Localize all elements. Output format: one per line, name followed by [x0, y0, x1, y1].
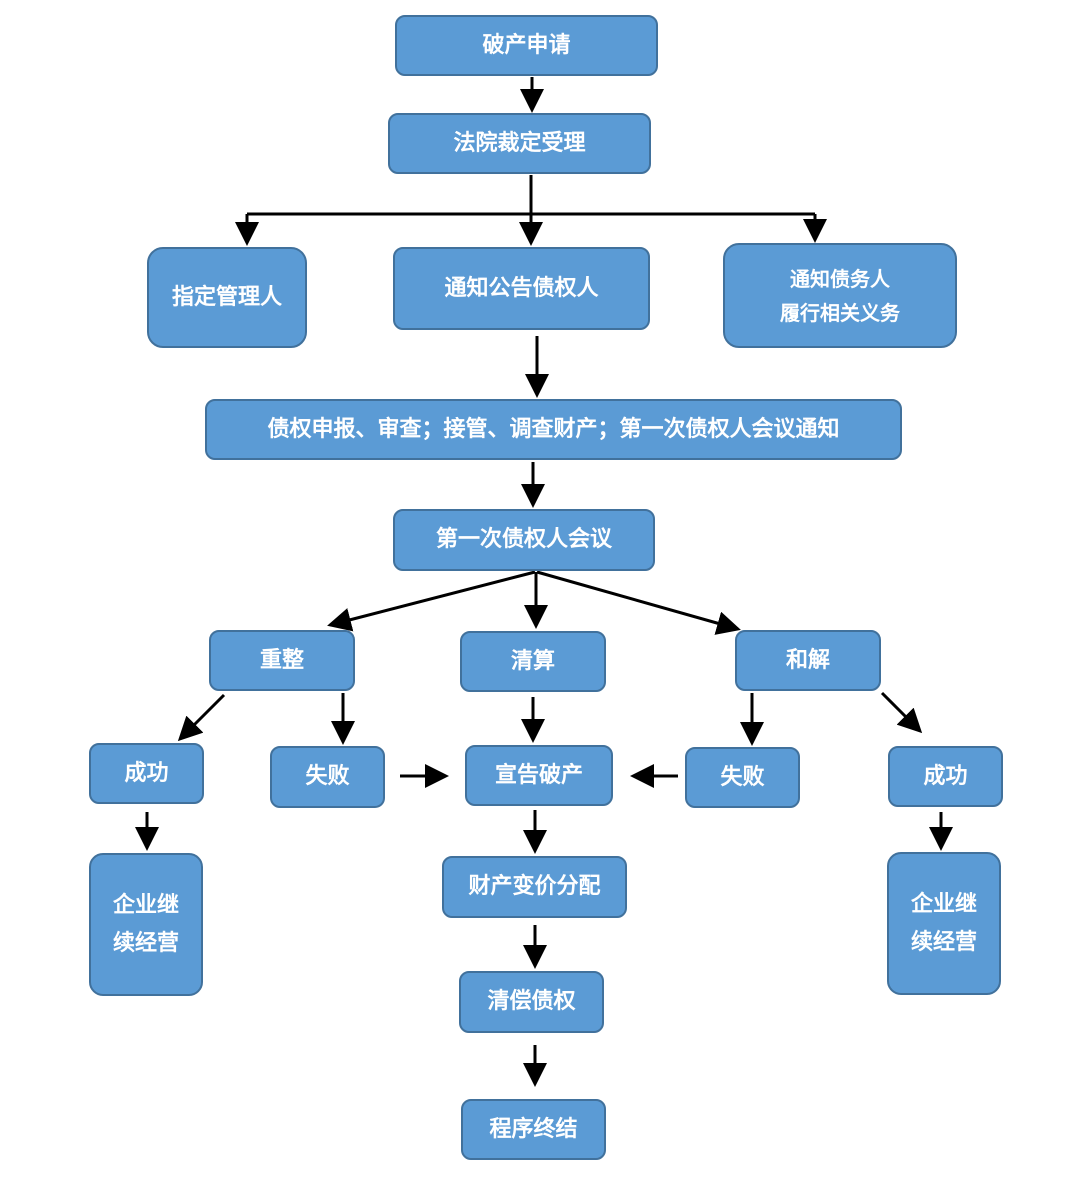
node-label: 重整	[259, 647, 304, 673]
node-label: 指定管理人	[171, 284, 282, 310]
node-reorg-failure: 失败	[270, 746, 385, 808]
node-first-creditors-meeting: 第一次债权人会议	[393, 509, 655, 571]
node-label: 成功	[923, 763, 968, 789]
node-label: 程序终结	[489, 1116, 578, 1142]
node-reorganization: 重整	[209, 630, 355, 691]
node-claims-review: 债权申报、审查；接管、调查财产；第一次债权人会议通知	[205, 399, 902, 460]
node-label: 法院裁定受理	[453, 130, 586, 156]
node-bankruptcy-application: 破产申请	[395, 15, 658, 76]
arrow	[880, 691, 923, 734]
arrow	[327, 570, 536, 632]
node-notify-debtor: 通知债务人履行相关义务	[723, 243, 957, 348]
node-label: 企业继	[112, 893, 179, 919]
node-court-acceptance: 法院裁定受理	[388, 113, 651, 174]
node-label: 履行相关义务	[780, 300, 900, 325]
node-continue-operation-left: 企业继续经营	[89, 853, 203, 996]
node-liquidation: 清算	[460, 631, 606, 692]
node-repay-claims: 清偿债权	[459, 971, 604, 1033]
node-appoint-administrator: 指定管理人	[147, 247, 307, 348]
node-label: 债权申报、审查；接管、调查财产；第一次债权人会议通知	[267, 416, 840, 442]
node-notify-creditors: 通知公告债权人	[393, 247, 650, 330]
node-asset-distribution: 财产变价分配	[442, 856, 627, 918]
arrow	[177, 693, 226, 742]
node-settlement: 和解	[735, 630, 881, 691]
node-label: 通知公告债权人	[444, 275, 599, 301]
node-reorg-success: 成功	[89, 743, 204, 804]
node-label: 宣告破产	[494, 762, 583, 788]
node-declare-bankruptcy: 宣告破产	[465, 745, 613, 806]
node-label: 和解	[785, 647, 830, 673]
node-label: 清偿债权	[487, 989, 576, 1015]
node-label: 企业继	[910, 892, 977, 918]
node-settlement-failure: 失败	[685, 747, 800, 808]
node-label: 财产变价分配	[468, 874, 601, 900]
node-procedure-end: 程序终结	[461, 1099, 606, 1160]
node-label: 通知债务人	[790, 266, 890, 291]
node-label: 续经营	[910, 929, 977, 955]
node-label: 第一次债权人会议	[435, 527, 612, 553]
arrow	[536, 570, 741, 635]
node-continue-operation-right: 企业继续经营	[887, 852, 1001, 995]
node-label: 清算	[510, 648, 555, 674]
node-label: 成功	[124, 760, 169, 786]
node-settlement-success: 成功	[888, 746, 1003, 807]
node-label: 失败	[720, 764, 765, 790]
node-label: 续经营	[112, 930, 179, 956]
node-label: 失败	[305, 764, 350, 790]
node-label: 破产申请	[482, 32, 571, 58]
